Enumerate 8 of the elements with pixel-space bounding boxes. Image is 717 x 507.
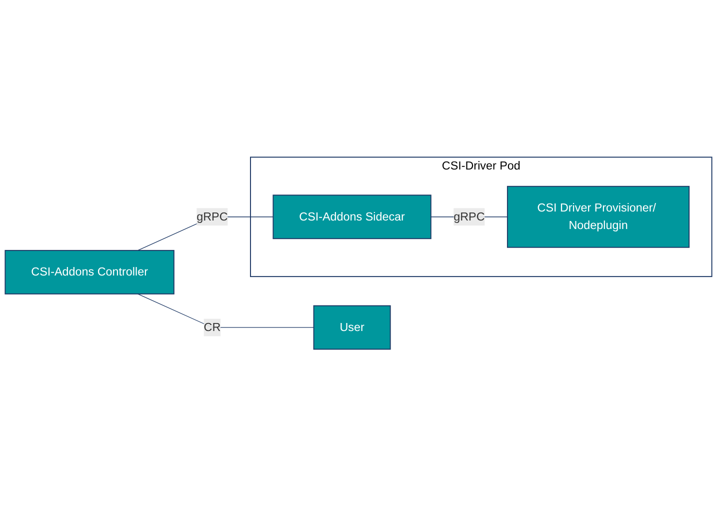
edge-label: CR <box>204 320 221 334</box>
node-box: CSI-Addons Sidecar <box>272 194 432 240</box>
edge-label: gRPC <box>454 210 485 224</box>
node-box: User <box>313 306 391 350</box>
edge-label: gRPC <box>196 210 228 224</box>
node-box: CSI-Addons Controller <box>4 250 174 295</box>
connector <box>137 294 314 328</box>
node-box: CSI Driver Provisioner/ Nodeplugin <box>506 186 690 248</box>
